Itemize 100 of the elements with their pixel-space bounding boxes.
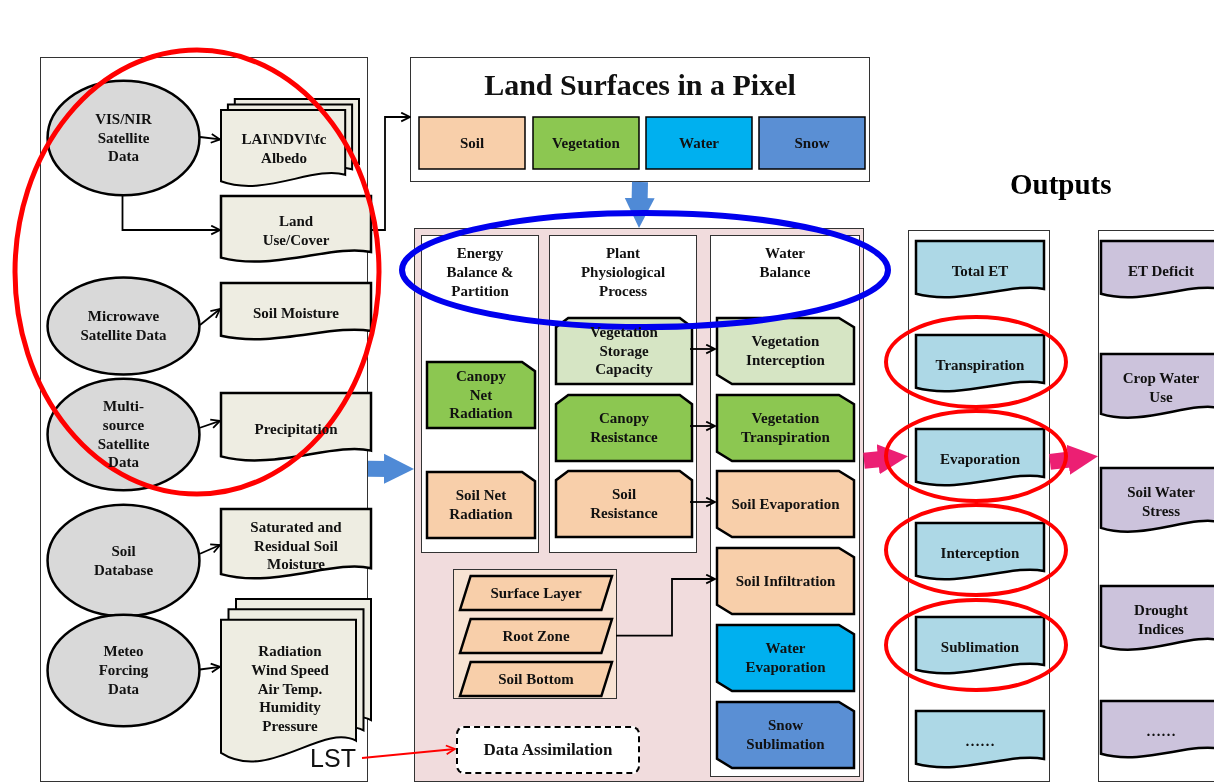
node-text: Transpiration xyxy=(935,355,1025,375)
group-panel xyxy=(414,228,864,782)
node-text: Vegetation Transpiration xyxy=(740,409,831,447)
node-text: Canopy Net Radiation xyxy=(448,366,514,424)
node-text: Plant Physiological Process xyxy=(579,244,667,301)
node-text: Soil Water Stress xyxy=(1126,483,1196,521)
process-box xyxy=(427,472,535,538)
process-box xyxy=(717,395,854,461)
arrow xyxy=(361,744,456,759)
document-box xyxy=(1101,354,1214,422)
node-text: Soil Moisture xyxy=(253,303,339,323)
node-text: Soil Resistance xyxy=(589,485,659,523)
arrow xyxy=(199,308,221,326)
block-arrow xyxy=(367,453,414,484)
node-text: Land Surfaces in a Pixel xyxy=(484,67,796,103)
document-box xyxy=(916,335,1044,395)
node-text: Surface Layer xyxy=(490,583,582,603)
process-box xyxy=(717,625,854,691)
arrow xyxy=(199,418,221,429)
node-text: Vegetation Interception xyxy=(745,332,826,370)
node-text: …… xyxy=(1146,721,1176,741)
arrow xyxy=(199,543,221,555)
node-text: Evaporation xyxy=(940,449,1020,469)
arrow xyxy=(689,496,716,508)
node-text: Interception xyxy=(940,543,1020,563)
process-box xyxy=(717,702,854,768)
data-source-ellipse xyxy=(46,276,201,376)
document-box xyxy=(916,523,1044,583)
node-text: Radiation Wind Speed Air Temp. Humidity Pressure xyxy=(250,642,330,736)
process-box xyxy=(556,471,692,537)
process-box xyxy=(556,318,692,384)
node-text: Snow Sublimation xyxy=(745,716,826,754)
arrow xyxy=(199,133,221,144)
document-box xyxy=(1101,701,1214,761)
node-text: Water Balance xyxy=(758,244,812,282)
document-box xyxy=(916,711,1044,771)
node-text: Sublimation xyxy=(940,637,1020,657)
node-text: Soil Bottom xyxy=(498,669,574,689)
group-panel xyxy=(410,57,870,182)
soil-layer-parallelogram xyxy=(460,662,612,696)
data-source-ellipse xyxy=(46,503,201,618)
node-text: Soil Database xyxy=(92,541,155,580)
block-arrow xyxy=(1049,444,1098,475)
soil-layer-parallelogram xyxy=(460,619,612,653)
data-source-ellipse xyxy=(46,377,201,492)
node-text: Meteo Forcing Data xyxy=(97,642,150,699)
node-text: ET Deficit xyxy=(1128,261,1194,281)
document-box xyxy=(916,241,1044,301)
arrow xyxy=(689,420,716,432)
arrow xyxy=(615,573,716,637)
document-box xyxy=(916,617,1044,677)
soil-layer-parallelogram xyxy=(460,576,612,610)
dashed-box xyxy=(456,726,640,774)
data-source-ellipse xyxy=(46,613,201,728)
node-text: Water Evaporation xyxy=(744,639,827,677)
arrow xyxy=(121,195,221,236)
node-text: Land Use/Cover xyxy=(261,212,331,250)
document-box xyxy=(221,393,371,465)
block-arrow xyxy=(624,181,655,228)
node-text: Crop Water Use xyxy=(1121,369,1201,407)
node-text: Soil xyxy=(459,133,485,153)
node-text: Multi-source Satellite Data xyxy=(96,397,151,472)
node-text: Water xyxy=(679,133,719,153)
node-text: Snow xyxy=(794,133,830,153)
node-text: Root Zone xyxy=(502,626,570,646)
section-heading: Outputs xyxy=(1010,168,1112,201)
document-box xyxy=(1101,586,1214,654)
process-box xyxy=(717,471,854,537)
arrow xyxy=(369,111,411,231)
process-box xyxy=(717,548,854,614)
group-panel xyxy=(549,235,697,553)
node-text: …… xyxy=(965,731,995,751)
node-text: LAI\NDVI\fc Albedo xyxy=(240,130,328,168)
document-box xyxy=(221,283,371,343)
group-panel xyxy=(908,230,1050,782)
node-text: Soil Net Radiation xyxy=(448,486,514,524)
node-text: Total ET xyxy=(951,261,1009,281)
node-text: Soil Evaporation xyxy=(731,494,840,514)
block-arrow xyxy=(863,444,908,475)
land-cover-box xyxy=(533,117,639,169)
arrow xyxy=(689,343,716,355)
node-text: Saturated and Residual Soil Moisture xyxy=(249,517,343,575)
group-panel xyxy=(453,569,617,699)
node-text: VIS/NIR Satellite Data xyxy=(94,109,153,167)
group-panel xyxy=(1098,230,1214,782)
node-text: Drought Indices xyxy=(1133,601,1189,639)
land-cover-box xyxy=(646,117,752,169)
document-box xyxy=(221,196,371,266)
node-text: Soil Infiltration xyxy=(735,571,836,591)
land-cover-box xyxy=(419,117,525,169)
node-text: Data Assimilation xyxy=(483,739,613,761)
arrow xyxy=(199,662,221,674)
group-panel xyxy=(421,235,539,553)
node-text: Vegetation xyxy=(552,133,620,153)
document-box xyxy=(1101,241,1214,301)
document-box xyxy=(1101,468,1214,536)
process-box xyxy=(717,318,854,384)
document-box xyxy=(221,509,371,583)
node-text: Energy Balance & Partition xyxy=(445,244,515,301)
node-text: Canopy Resistance xyxy=(589,409,659,447)
